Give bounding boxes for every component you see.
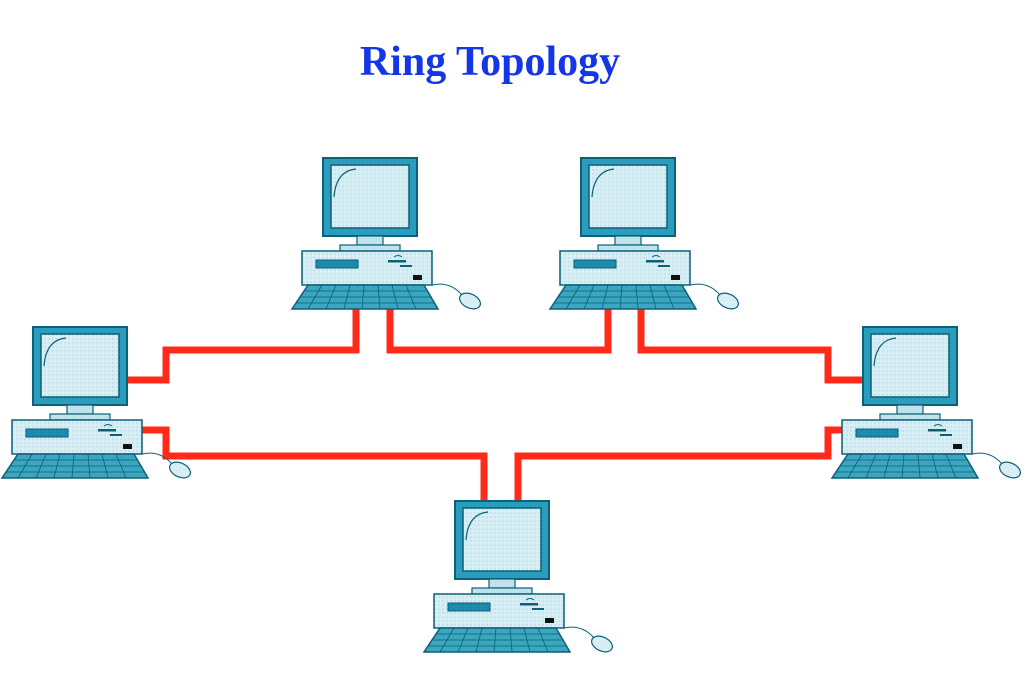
- desktop-computer-icon: [831, 326, 1024, 482]
- cable-right-to-bottom: [514, 426, 848, 503]
- cable-top-right-to-right: [637, 306, 866, 384]
- computer-top-left: [291, 157, 484, 313]
- computer-top-right: [549, 157, 742, 313]
- ring-cables: [124, 306, 866, 503]
- cable-left-to-top-left: [124, 306, 360, 384]
- cable-bottom-to-left: [142, 426, 488, 503]
- computer-bottom: [423, 500, 616, 656]
- cable-top-left-to-top-right: [386, 306, 612, 354]
- desktop-computer-icon: [549, 157, 742, 313]
- desktop-computer-icon: [291, 157, 484, 313]
- diagram-title: Ring Topology: [359, 39, 621, 85]
- desktop-computer-icon: [423, 500, 616, 656]
- computer-right: [831, 326, 1024, 482]
